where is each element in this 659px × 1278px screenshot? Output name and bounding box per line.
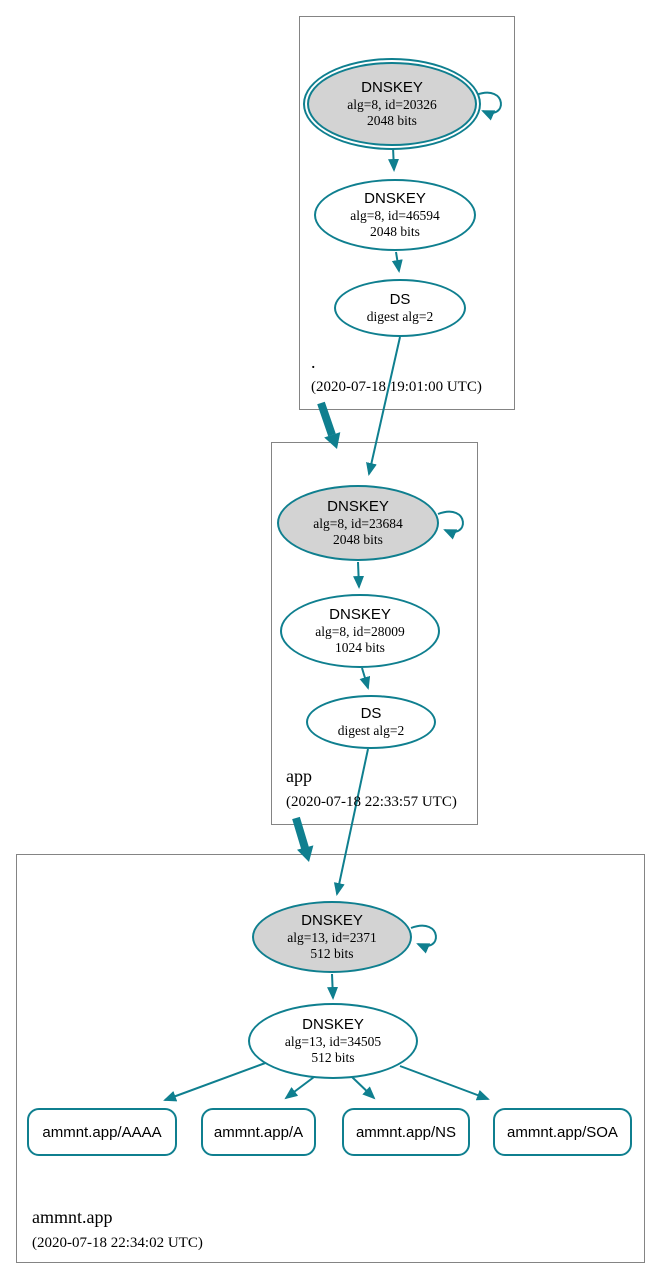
edge-ammnt-zsk-to-soa	[399, 1065, 490, 1101]
app-zsk-title: DNSKEY	[329, 606, 391, 623]
root-zone-name: .	[311, 352, 316, 372]
ammnt-zsk-title: DNSKEY	[302, 1016, 364, 1033]
app-ds-title: DS	[360, 705, 382, 722]
app-ksk-title: DNSKEY	[327, 498, 389, 515]
app-zsk-alg-id: alg=8, id=28009	[315, 624, 405, 639]
rrset-aaaa-label: ammnt.app/AAAA	[42, 1123, 162, 1141]
edge-ammnt-ksk-to-zsk	[327, 973, 339, 1000]
ammnt-ksk-bits: 512 bits	[310, 946, 354, 961]
zone-box-root	[299, 16, 515, 410]
edge-app-to-ammnt-delegation	[292, 816, 309, 850]
edge-ammnt-zsk-to-ns	[351, 1076, 376, 1100]
ammnt-zone-timestamp: (2020-07-18 22:34:02 UTC)	[32, 1235, 203, 1251]
app-zone-timestamp: (2020-07-18 22:33:57 UTC)	[286, 794, 457, 810]
root-zsk-alg-id: alg=8, id=46594	[350, 208, 440, 223]
edge-root-to-app-delegation-head	[324, 432, 341, 449]
rrset-ns: ammnt.app/NS	[342, 1108, 470, 1156]
edge-app-ksk-to-zsk	[353, 561, 365, 589]
root-ds-node: DS digest alg=2	[334, 279, 466, 337]
edge-ammnt-ksk-selfloop	[410, 924, 437, 954]
edge-root-ksk-selfloop	[475, 91, 502, 121]
rrset-a: ammnt.app/A	[201, 1108, 316, 1156]
app-ksk-bits: 2048 bits	[333, 532, 383, 547]
root-ds-digest: digest alg=2	[366, 309, 434, 324]
app-zone-name: app	[286, 766, 312, 786]
edge-app-ksk-selfloop	[437, 510, 464, 540]
app-ksk-alg-id: alg=8, id=23684	[313, 516, 403, 531]
rrset-ns-label: ammnt.app/NS	[355, 1123, 457, 1141]
ammnt-zone-name: ammnt.app	[32, 1207, 113, 1227]
root-ksk-title: DNSKEY	[361, 79, 423, 96]
root-zsk-node: DNSKEY alg=8, id=46594 2048 bits	[314, 179, 476, 251]
root-ksk-node: DNSKEY alg=8, id=20326 2048 bits	[307, 62, 477, 146]
ammnt-zsk-node: DNSKEY alg=13, id=34505 512 bits	[248, 1003, 418, 1079]
root-zone-timestamp: (2020-07-18 19:01:00 UTC)	[311, 379, 482, 395]
edge-app-to-ammnt-delegation-head	[297, 845, 314, 862]
app-zsk-bits: 1024 bits	[335, 640, 385, 655]
edge-root-to-app-delegation	[317, 401, 336, 437]
ammnt-ksk-node: DNSKEY alg=13, id=2371 512 bits	[252, 901, 412, 973]
zone-box-ammnt-app	[16, 854, 645, 1263]
ammnt-zsk-alg-id: alg=13, id=34505	[284, 1034, 382, 1049]
zone-box-app	[271, 442, 478, 825]
rrset-aaaa: ammnt.app/AAAA	[27, 1108, 177, 1156]
ammnt-ksk-alg-id: alg=13, id=2371	[287, 930, 377, 945]
edge-app-zsk-to-ds	[359, 667, 371, 690]
edge-ammnt-zsk-to-aaaa	[163, 1061, 269, 1102]
ammnt-zsk-bits: 512 bits	[311, 1050, 355, 1065]
ammnt-ksk-title: DNSKEY	[301, 912, 363, 929]
app-zsk-node: DNSKEY alg=8, id=28009 1024 bits	[280, 594, 440, 668]
app-ds-digest: digest alg=2	[337, 723, 405, 738]
edge-ammnt-zsk-to-a	[284, 1076, 315, 1100]
root-ksk-alg-id: alg=8, id=20326	[347, 97, 437, 112]
edge-root-ds-to-app-ksk	[366, 336, 401, 476]
app-ksk-node: DNSKEY alg=8, id=23684 2048 bits	[277, 485, 439, 561]
rrset-a-label: ammnt.app/A	[213, 1123, 304, 1141]
rrset-soa: ammnt.app/SOA	[493, 1108, 632, 1156]
root-ksk-bits: 2048 bits	[367, 113, 417, 128]
edge-root-ksk-to-zsk	[388, 146, 400, 172]
root-zsk-bits: 2048 bits	[370, 224, 420, 239]
rrset-soa-label: ammnt.app/SOA	[507, 1123, 618, 1141]
root-zsk-title: DNSKEY	[364, 190, 426, 207]
root-ds-title: DS	[389, 291, 411, 308]
app-ds-node: DS digest alg=2	[306, 695, 436, 749]
edge-app-ds-to-ammnt-ksk	[333, 748, 369, 896]
edge-root-zsk-to-ds	[391, 251, 403, 273]
